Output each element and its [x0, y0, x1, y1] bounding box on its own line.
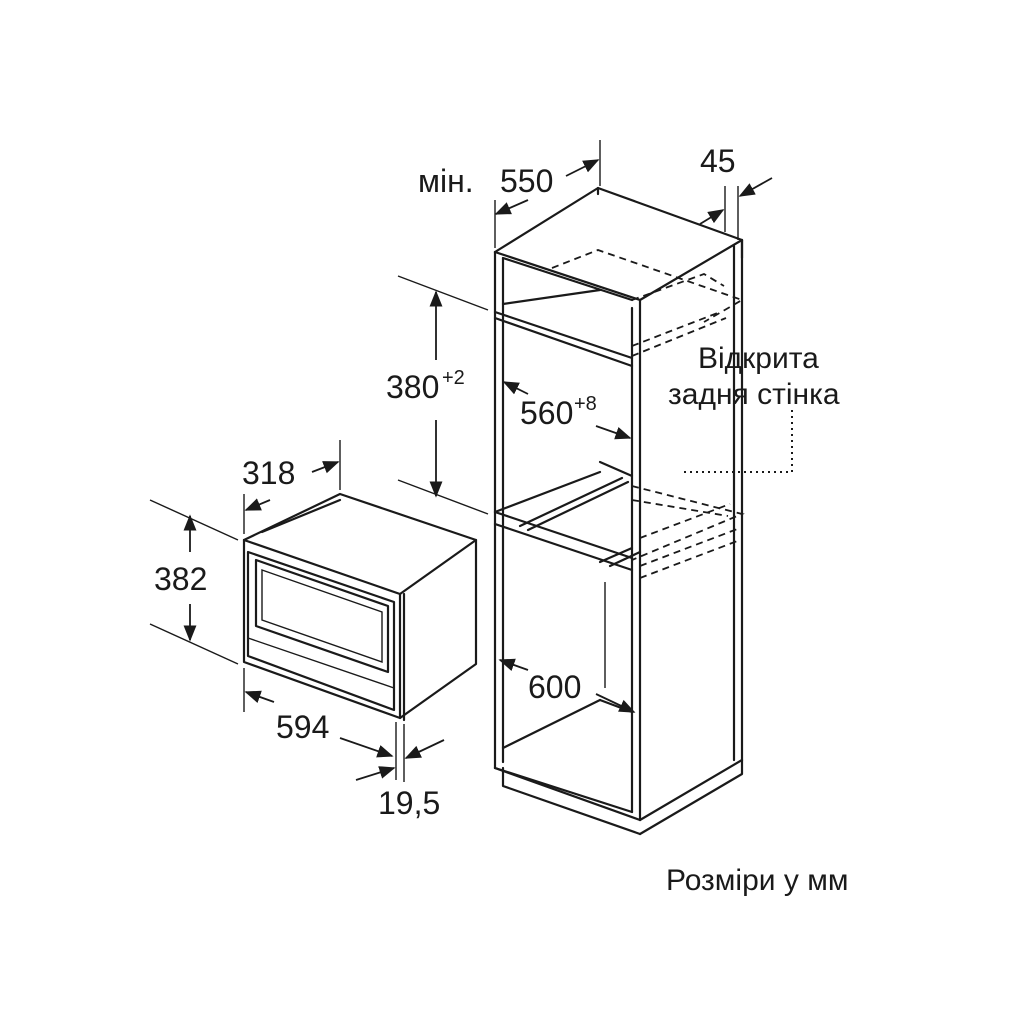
cabinet-width-label: 600: [528, 669, 581, 705]
niche-depth-prefix: мін.: [418, 163, 474, 199]
unit-height-label: 382: [154, 561, 207, 597]
notes: Відкрита задня стінка Розміри у мм: [666, 342, 848, 897]
niche-depth-label: 550: [500, 163, 553, 199]
niche-width-tolerance: +8: [574, 393, 597, 415]
open-back-note-line2: задня стінка: [668, 378, 840, 411]
niche-height-label: 380: [386, 369, 439, 405]
open-back-note-line1: Відкрита: [698, 342, 819, 375]
units-note: Розміри у мм: [666, 864, 848, 897]
microwave-unit: [242, 492, 478, 722]
dimension-labels: мін. 550 45 380 +2 560 +8 600 318 382 59…: [154, 143, 736, 821]
niche-height-tolerance: +2: [442, 367, 465, 389]
unit-width-label: 594: [276, 709, 329, 745]
dimension-lines: [149, 140, 793, 782]
front-thickness-label: 19,5: [378, 785, 440, 821]
tall-cabinet: [493, 186, 745, 836]
niche-width-label: 560: [520, 395, 573, 431]
unit-depth-label: 318: [242, 455, 295, 491]
rear-gap-label: 45: [700, 143, 736, 179]
